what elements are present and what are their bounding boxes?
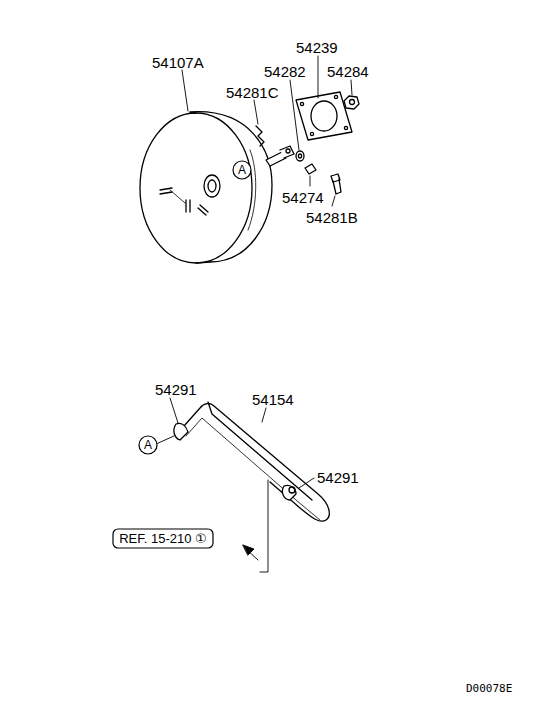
bolt	[331, 174, 341, 194]
reference-text: REF. 15-210 ①	[119, 532, 207, 545]
brake-booster	[140, 112, 272, 263]
part-number: 54239	[296, 40, 338, 55]
drawing-code: D00078E	[466, 683, 512, 694]
clip	[256, 126, 264, 146]
part-number: 54154	[252, 392, 294, 407]
leader-lines	[156, 398, 314, 488]
washer	[296, 151, 304, 161]
part-number: 54281B	[306, 210, 358, 225]
hose-clamp	[174, 423, 296, 500]
part-number: 54291	[155, 382, 197, 397]
reference-box: REF. 15-210 ①	[112, 528, 214, 549]
part-number: 54282	[264, 64, 306, 79]
reference-letter: A	[238, 164, 246, 176]
push-rod-clevis	[266, 146, 294, 166]
reference-line	[243, 480, 268, 572]
pin	[305, 164, 316, 174]
leader-lines	[182, 56, 352, 206]
vacuum-hose	[184, 402, 329, 521]
reference-letter: A	[144, 439, 152, 451]
gasket	[296, 92, 352, 140]
washer-hole	[298, 154, 301, 158]
reference-circle: A	[232, 160, 252, 180]
part-number: 54274	[282, 190, 324, 205]
part-number: 54107A	[152, 55, 204, 70]
part-number: 54291	[317, 470, 359, 485]
nut	[344, 96, 359, 109]
part-number: 54281C	[226, 85, 279, 100]
part-number: 54284	[327, 64, 369, 79]
reference-circle: A	[138, 435, 158, 455]
